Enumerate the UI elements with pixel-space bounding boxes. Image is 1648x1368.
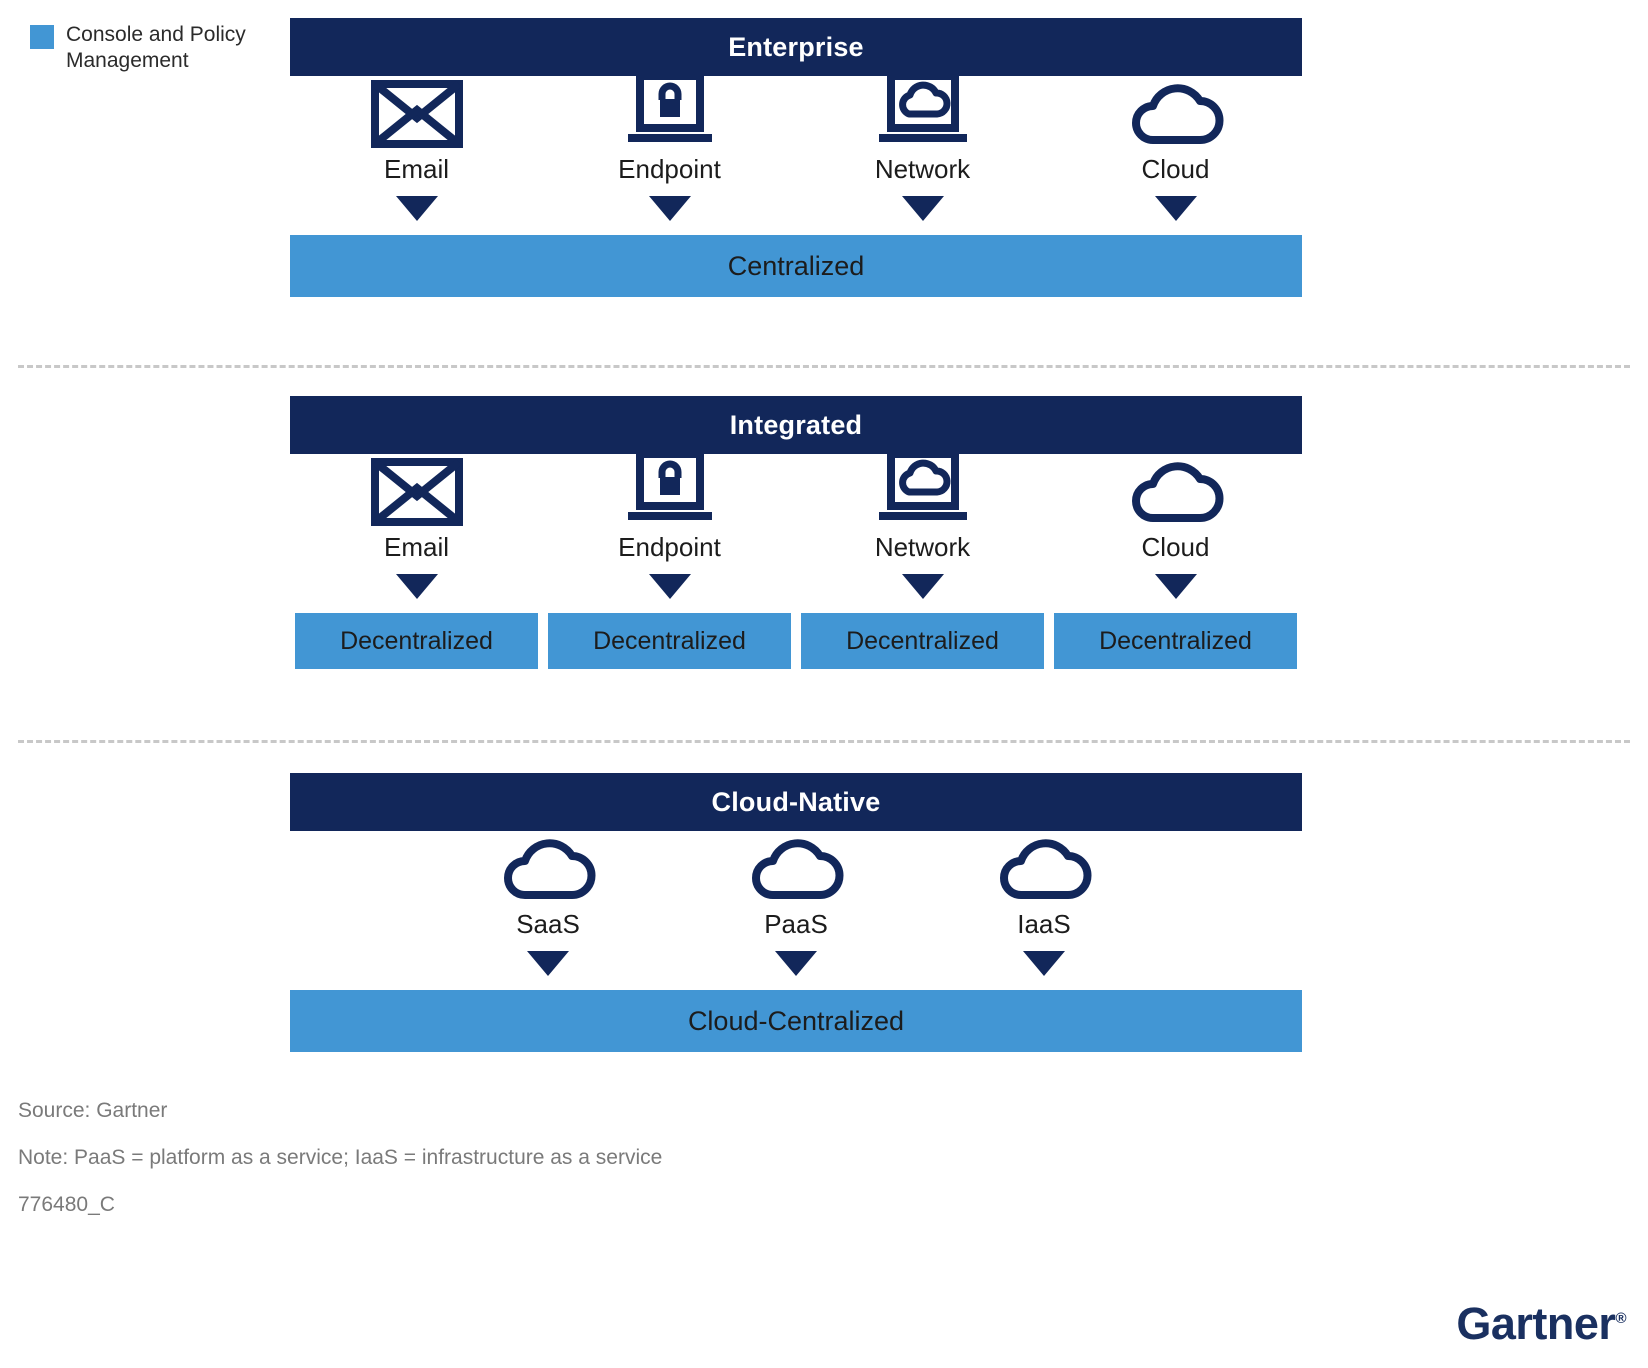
laptop-cloud-icon (873, 74, 973, 148)
section-integrated: Integrated Email End (290, 396, 1302, 669)
arrow-down-icon (527, 951, 569, 976)
cloud-icon (495, 831, 601, 903)
icon-label: Endpoint (618, 154, 721, 184)
icon-cell-cloud[interactable]: Cloud (1049, 76, 1302, 221)
section-title-enterprise: Enterprise (290, 18, 1302, 76)
icon-cell-iaas[interactable]: IaaS (920, 831, 1168, 976)
laptop-lock-icon (622, 452, 718, 526)
outcome-bar-cloud-centralized: Cloud-Centralized (290, 990, 1302, 1052)
arrow-down-icon (901, 196, 944, 221)
legend-swatch-icon (30, 25, 54, 49)
icon-cell-endpoint[interactable]: Endpoint (543, 452, 796, 599)
cloud-icon (1123, 454, 1229, 526)
gartner-logo-text: Gartner (1456, 1298, 1616, 1349)
outcome-bar-centralized: Centralized (290, 235, 1302, 297)
outcome-box-decentralized: Decentralized (801, 613, 1044, 669)
figure-id: 776480_C (18, 1193, 115, 1216)
icon-cell-network[interactable]: Network (796, 74, 1049, 221)
arrow-down-icon (648, 196, 691, 221)
arrow-down-icon (1154, 196, 1197, 221)
icon-cell-cloud[interactable]: Cloud (1049, 454, 1302, 599)
section-title-cloud-native: Cloud-Native (290, 773, 1302, 831)
note-text: Note: PaaS = platform as a service; IaaS… (18, 1146, 663, 1169)
section-divider-1 (18, 365, 1630, 368)
icon-row-integrated: Email Endpoint (290, 452, 1302, 599)
icon-label: Cloud (1141, 532, 1210, 562)
section-title-integrated: Integrated (290, 396, 1302, 454)
icon-label: Cloud (1141, 154, 1210, 184)
arrow-down-icon (395, 574, 438, 599)
section-divider-2 (18, 740, 1630, 743)
laptop-cloud-icon (873, 452, 973, 526)
section-cloud-native: Cloud-Native SaaS PaaS (290, 773, 1302, 1052)
icon-cell-paas[interactable]: PaaS (672, 831, 920, 976)
icon-cell-endpoint[interactable]: Endpoint (543, 74, 796, 221)
section-enterprise: Enterprise Email End (290, 18, 1302, 297)
envelope-icon (370, 76, 463, 148)
outcome-box-decentralized: Decentralized (1054, 613, 1297, 669)
icon-cell-email[interactable]: Email (290, 454, 543, 599)
outcome-box-decentralized: Decentralized (295, 613, 538, 669)
icon-label: Network (874, 532, 971, 562)
icon-row-enterprise: Email Endpoint (290, 74, 1302, 221)
envelope-icon (370, 454, 463, 526)
icon-label: Network (874, 154, 971, 184)
cloud-icon (743, 831, 849, 903)
icon-cell-saas[interactable]: SaaS (424, 831, 672, 976)
footnotes: Source: Gartner Note: PaaS = platform as… (18, 1100, 662, 1241)
legend-label: Console and Policy Management (66, 23, 246, 73)
registered-mark: ® (1615, 1310, 1626, 1327)
cloud-icon (1123, 76, 1229, 148)
outcome-box-decentralized: Decentralized (548, 613, 791, 669)
gartner-logo: Gartner® (1456, 1298, 1626, 1350)
source-text: Source: Gartner (18, 1099, 168, 1122)
icon-label: Endpoint (618, 532, 721, 562)
outcome-row-decentralized: Decentralized Decentralized Decentralize… (290, 613, 1302, 669)
arrow-down-icon (775, 951, 817, 976)
arrow-down-icon (901, 574, 944, 599)
arrow-down-icon (648, 574, 691, 599)
cloud-icon (991, 831, 1097, 903)
icon-label: Email (383, 154, 449, 184)
arrow-down-icon (1023, 951, 1065, 976)
icon-cell-email[interactable]: Email (290, 76, 543, 221)
arrow-down-icon (1154, 574, 1197, 599)
icon-row-cloud-native: SaaS PaaS IaaS (290, 831, 1302, 976)
icon-label: Email (383, 532, 449, 562)
legend: Console and Policy Management (30, 22, 275, 75)
icon-cell-network[interactable]: Network (796, 452, 1049, 599)
icon-label: SaaS (516, 909, 580, 939)
icon-label: IaaS (1017, 909, 1071, 939)
laptop-lock-icon (622, 74, 718, 148)
icon-label: PaaS (764, 909, 828, 939)
arrow-down-icon (395, 196, 438, 221)
